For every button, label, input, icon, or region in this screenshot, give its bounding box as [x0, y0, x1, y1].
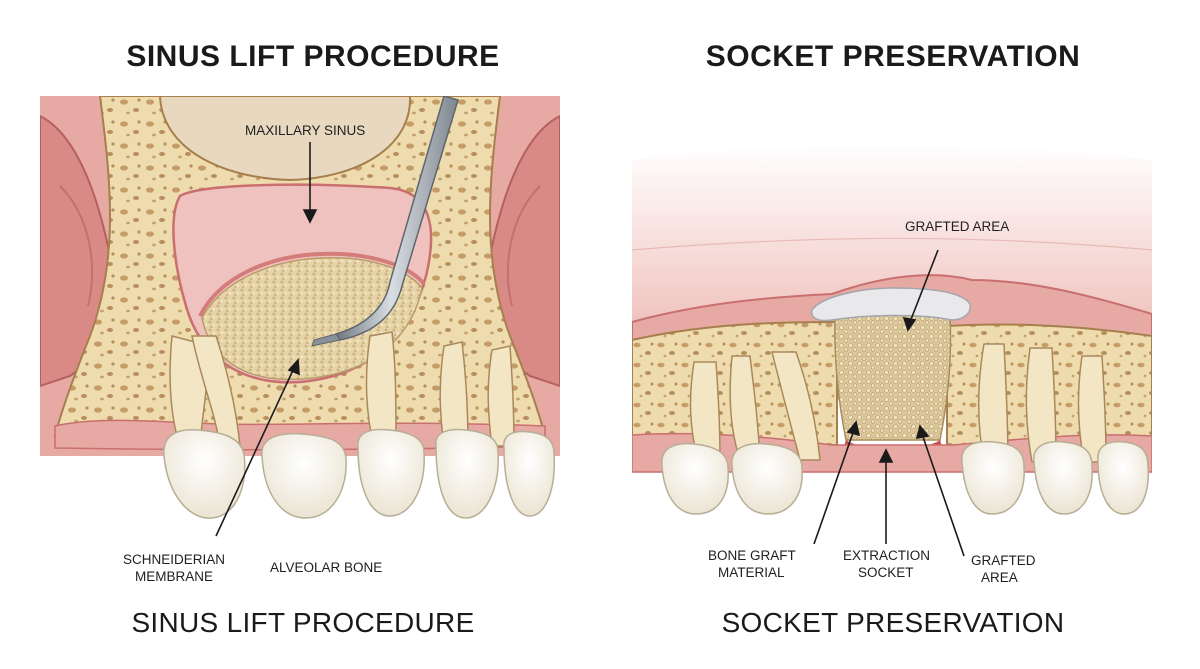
- socket-graft: [834, 312, 952, 441]
- label-bone-graft-line1: BONE GRAFT: [708, 548, 796, 563]
- barrier-membrane: [810, 287, 971, 322]
- left-leader-lines: [215, 142, 318, 537]
- right-title: SOCKET PRESERVATION: [705, 40, 1081, 73]
- label-grafted-area-top: GRAFTED AREA: [905, 219, 1010, 234]
- label-extraction-line2: SOCKET: [858, 565, 914, 580]
- label-grafted-area-line1: GRAFTED: [971, 553, 1036, 568]
- tooth-crowns: [163, 428, 555, 519]
- label-maxillary-sinus: MAXILLARY SINUS: [245, 123, 366, 138]
- label-schneiderian-line2: MEMBRANE: [135, 569, 214, 584]
- socket-preservation-illustration: [632, 145, 1152, 557]
- label-extraction-line1: EXTRACTION: [843, 548, 931, 563]
- tooth-roots-right: [689, 343, 1107, 463]
- label-schneiderian-line1: SCHNEIDERIAN: [123, 552, 226, 567]
- sinus-graft: [201, 257, 423, 381]
- left-title: SINUS LIFT PROCEDURE: [126, 40, 500, 73]
- label-grafted-area-line2: AREA: [981, 570, 1018, 585]
- tooth-roots: [169, 331, 515, 447]
- left-subtitle: SINUS LIFT PROCEDURE: [131, 607, 475, 638]
- tooth-crowns-right: [661, 440, 1149, 515]
- right-leader-lines: [813, 249, 965, 557]
- label-alveolar-bone: ALVEOLAR BONE: [270, 560, 383, 575]
- label-bone-graft-line2: MATERIAL: [718, 565, 785, 580]
- right-subtitle: SOCKET PRESERVATION: [721, 607, 1065, 638]
- upper-sinus-cavity: [158, 96, 412, 182]
- sinus-lift-illustration: [40, 96, 560, 537]
